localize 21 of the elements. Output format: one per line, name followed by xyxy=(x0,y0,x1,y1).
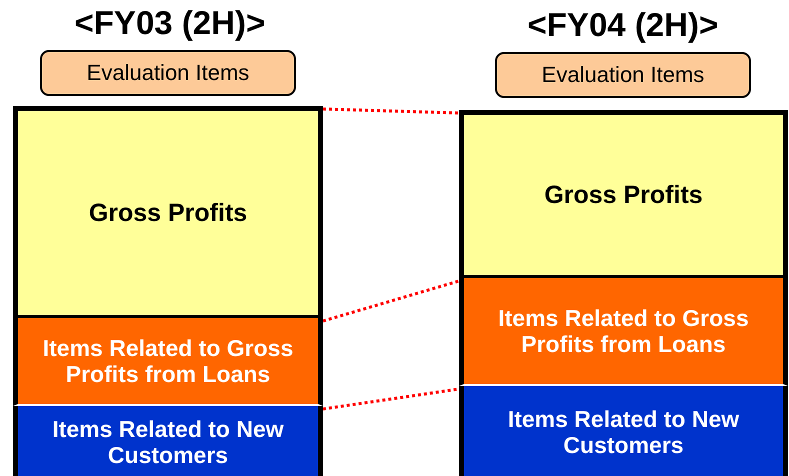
segment-block xyxy=(13,406,323,476)
category-label: Evaluation Items xyxy=(86,60,250,86)
category-box xyxy=(495,52,751,98)
segment-block xyxy=(459,278,788,386)
category-box xyxy=(40,50,296,96)
connector-line xyxy=(322,280,460,322)
segment-label: Items Related to Gross Profits from Loans xyxy=(42,334,294,388)
segment-block xyxy=(459,386,788,476)
column-heading: <FY03 (2H)> xyxy=(74,4,266,42)
connector-line xyxy=(322,388,460,410)
category-label: Evaluation Items xyxy=(542,62,704,88)
segment-label: Gross Profits xyxy=(544,180,703,210)
segment-label: Items Related to Gross Profits from Loans xyxy=(497,304,750,358)
segment-block xyxy=(13,318,323,406)
segment-block xyxy=(13,106,323,318)
segment-label: Items Related to New Customers xyxy=(51,416,285,468)
segment-label: Items Related to New Customers xyxy=(506,406,740,458)
column-heading: <FY04 (2H)> xyxy=(528,6,718,44)
connector-line xyxy=(322,108,460,114)
segment-block xyxy=(459,110,788,278)
segment-label: Gross Profits xyxy=(88,198,248,228)
